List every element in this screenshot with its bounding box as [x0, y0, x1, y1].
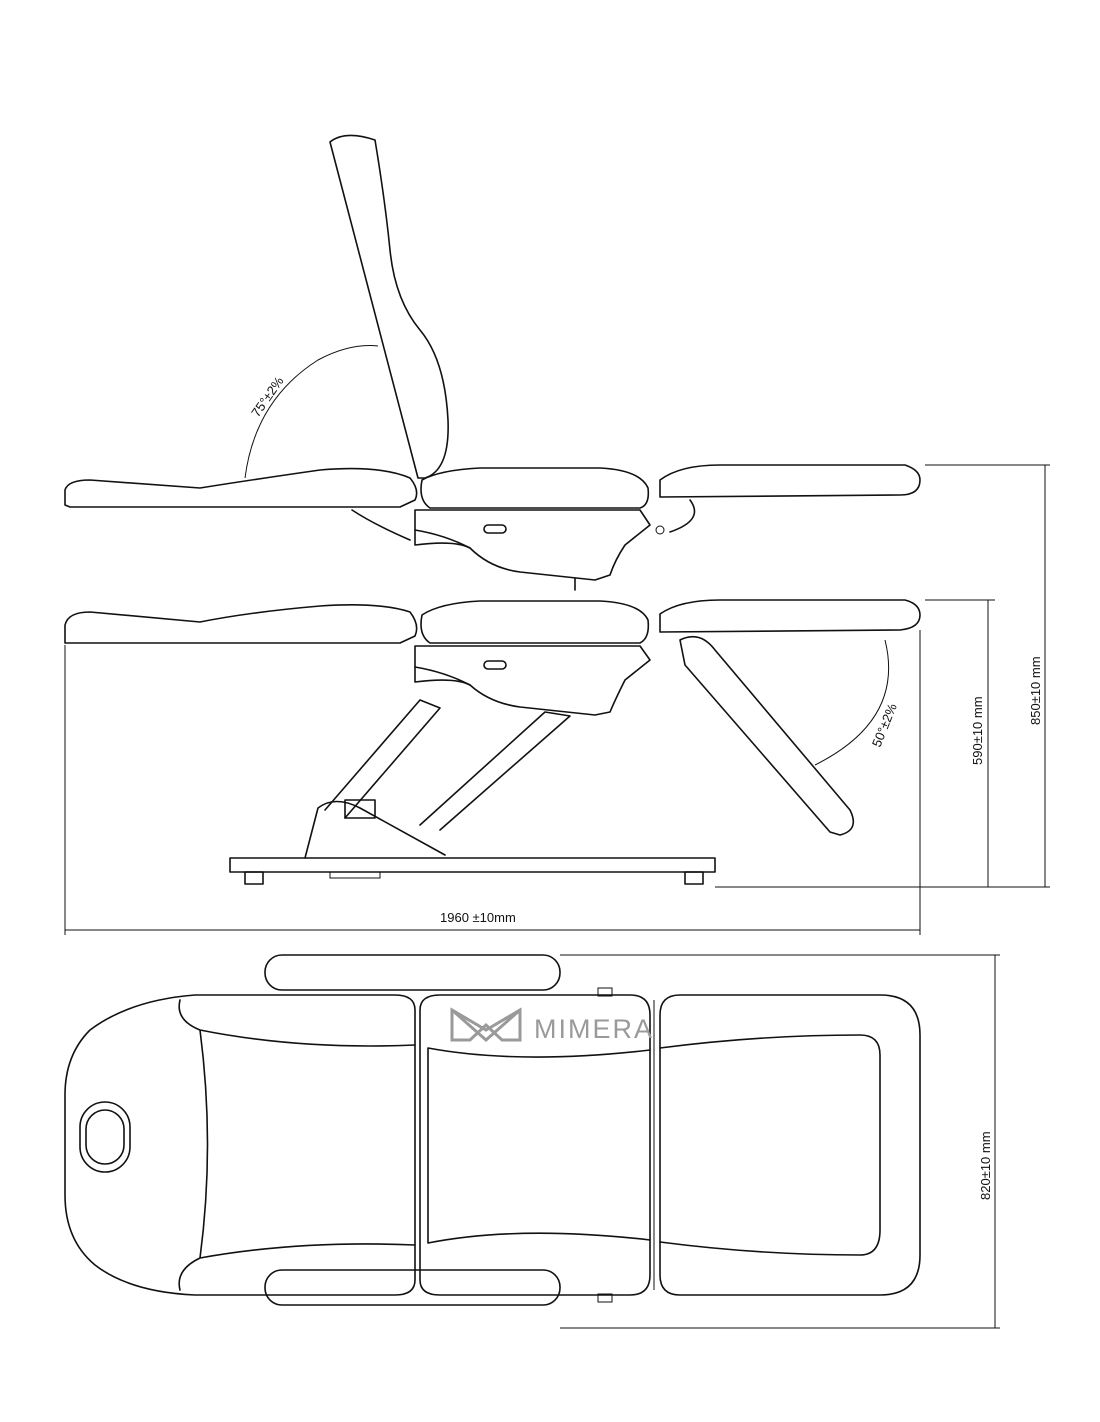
side-view-reclined: 75°±2% [64, 134, 921, 591]
seat-section [420, 467, 650, 509]
face-hole [79, 1101, 131, 1173]
head-section-top [64, 994, 416, 1296]
leg-section-top [659, 994, 921, 1296]
height-min-label: 590±10 mm [970, 696, 985, 765]
armrest-bottom [264, 1269, 561, 1306]
recline-angle-arc [244, 345, 379, 479]
logo-mark-icon [450, 1007, 522, 1043]
head-section [64, 467, 418, 508]
seat-section-top [419, 994, 651, 1296]
leg-angle-label: 50°±2% [869, 701, 900, 749]
backrest [329, 134, 449, 479]
leg-rest-down [679, 635, 855, 836]
side-view-lowered: 50°±2% [64, 599, 921, 885]
armrest-top [264, 954, 561, 991]
length-label: 1960 ±10mm [440, 910, 516, 925]
top-view: MIMERA [64, 954, 921, 1306]
base-column [304, 800, 446, 859]
mimera-logo: MIMERA [450, 1007, 654, 1044]
dimensions: 1960 ±10mm 590±10 mm 850±10 mm 820±10 mm [64, 464, 1050, 1329]
recline-angle-label: 75°±2% [248, 373, 287, 419]
base-plate [229, 857, 716, 873]
height-max-label: 850±10 mm [1028, 656, 1043, 725]
leg-section [659, 464, 921, 498]
leg-angle-arc [814, 639, 890, 766]
frame-body [414, 509, 651, 581]
width-label: 820±10 mm [978, 1131, 993, 1200]
logo-text: MIMERA [534, 1014, 654, 1044]
